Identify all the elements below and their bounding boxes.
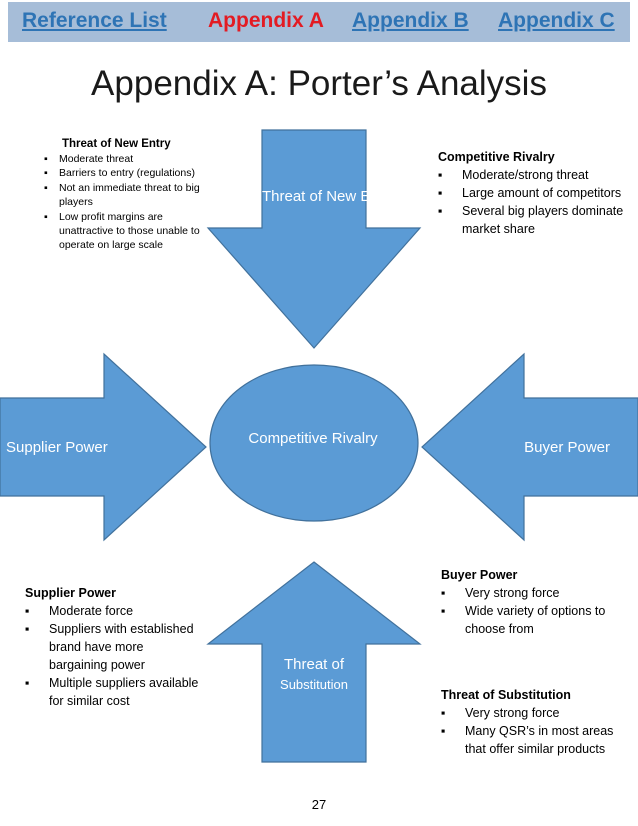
appendix-nav-bar: Reference List Appendix A Appendix B App…: [8, 2, 630, 42]
bullet-icon: ▪: [44, 210, 48, 223]
list-item-text: Moderate force: [49, 604, 134, 618]
box-title: Threat of Substitution: [441, 688, 571, 702]
list-item-text: Very strong force: [465, 586, 560, 600]
bullet-icon: ▪: [438, 204, 443, 218]
bullet-icon: ▪: [25, 622, 30, 636]
list-item: ▪ Wide variety of options to choose from: [441, 602, 634, 638]
list-item: ▪ Very strong force: [441, 584, 634, 602]
box-title: Competitive Rivalry: [438, 150, 555, 164]
bullet-icon: ▪: [25, 604, 30, 618]
box-title: Threat of New Entry: [62, 138, 171, 150]
bullet-icon: ▪: [438, 186, 443, 200]
bullet-list: ▪ Moderate threat ▪ Barriers to entry (reg…: [44, 152, 200, 253]
list-item: ▪ Many QSR’s in most areas that offer sim…: [441, 722, 634, 758]
box-buyer-power: Buyer Power ▪ Very strong force ▪ Wide var…: [441, 566, 634, 638]
list-item: ▪ Several big players dominate market sha…: [438, 202, 634, 238]
list-item-text: Moderate threat: [59, 153, 134, 165]
list-item-text: Wide variety of options to choose from: [465, 604, 606, 636]
label-competitive-rivalry: Competitive Rivalry: [248, 430, 378, 447]
box-threat-of-substitution: Threat of Substitution ▪ Very strong forc…: [441, 686, 634, 758]
label-threat-of-new-entry: Threat of New Entry: [262, 188, 396, 205]
list-item-text: Very strong force: [465, 706, 560, 720]
list-item-text: Large amount of competitors: [462, 186, 622, 200]
label-substitution-line2: Substitution: [280, 677, 348, 692]
list-item: ▪ Not an immediate threat to big players: [44, 181, 200, 210]
bullet-list: ▪ Very strong force ▪ Wide variety of opti…: [441, 584, 634, 638]
arrow-supplier-power: [0, 352, 207, 542]
bullet-icon: ▪: [441, 706, 446, 720]
list-item-text: Barriers to entry (regulations): [59, 167, 195, 180]
list-item-text: Many QSR’s in most areas that offer simi…: [465, 724, 614, 756]
list-item: ▪ Moderate threat: [44, 152, 200, 166]
page-title: Appendix A: Porter’s Analysis: [91, 64, 547, 103]
box-supplier-power: Supplier Power ▪ Moderate force ▪ Supplier…: [25, 584, 205, 710]
list-item-text: Several big players dominate market shar…: [462, 204, 624, 236]
bullet-icon: ▪: [441, 586, 446, 600]
bullet-icon: ▪: [44, 167, 48, 180]
list-item-text: Low profit margins are unattractive to t…: [59, 210, 200, 252]
bullet-list: ▪ Moderate/strong threat ▪ Large amount of…: [438, 166, 634, 238]
list-item: ▪ Moderate force: [25, 602, 205, 620]
list-item: ▪ Suppliers with established brand have m…: [25, 620, 205, 674]
list-item: ▪ Barriers to entry (regulations): [44, 166, 200, 180]
box-title: Supplier Power: [25, 586, 116, 600]
box-threat-of-new-entry: Threat of New Entry ▪ Moderate threat ▪ Ba…: [44, 136, 200, 253]
list-item: ▪ Very strong force: [441, 704, 634, 722]
label-buyer-power: Buyer Power: [524, 439, 610, 456]
label-supplier-power: Supplier Power: [6, 439, 108, 456]
list-item: ▪ Low profit margins are unattractive to …: [44, 210, 200, 253]
list-item-text: Suppliers with established brand have mo…: [49, 622, 194, 672]
bullet-list: ▪ Moderate force ▪ Suppliers with establis…: [25, 602, 205, 710]
bullet-list: ▪ Very strong force ▪ Many QSR’s in most a…: [441, 704, 634, 758]
box-title: Buyer Power: [441, 568, 518, 582]
list-item: ▪ Moderate/strong threat: [438, 166, 634, 184]
list-item: ▪ Multiple suppliers available for simila…: [25, 674, 205, 710]
nav-link-reference-list[interactable]: Reference List: [22, 9, 167, 32]
page-number: 27: [311, 797, 327, 812]
bullet-icon: ▪: [44, 181, 48, 194]
bullet-icon: ▪: [441, 724, 446, 738]
bullet-icon: ▪: [438, 168, 443, 182]
label-threat-of-substitution: Threat of Substitution: [262, 654, 366, 694]
bullet-icon: ▪: [25, 676, 30, 690]
box-competitive-rivalry: Competitive Rivalry ▪ Moderate/strong thr…: [438, 148, 634, 238]
nav-link-appendix-b[interactable]: Appendix B: [352, 9, 469, 32]
arrow-threat-of-new-entry: [206, 129, 422, 349]
nav-link-appendix-c[interactable]: Appendix C: [498, 9, 615, 32]
list-item: ▪ Large amount of competitors: [438, 184, 634, 202]
arrow-threat-of-substitution: [206, 561, 422, 763]
arrow-buyer-power: [421, 352, 638, 542]
bullet-icon: ▪: [441, 604, 446, 618]
ellipse-competitive-rivalry: [209, 364, 419, 522]
list-item-text: Moderate/strong threat: [462, 168, 589, 182]
list-item-text: Multiple suppliers available for similar…: [49, 676, 199, 708]
nav-link-appendix-a[interactable]: Appendix A: [208, 9, 324, 32]
list-item-text: Not an immediate threat to big players: [59, 181, 200, 209]
label-substitution-line1: Threat of: [283, 656, 345, 673]
bullet-icon: ▪: [44, 153, 48, 165]
